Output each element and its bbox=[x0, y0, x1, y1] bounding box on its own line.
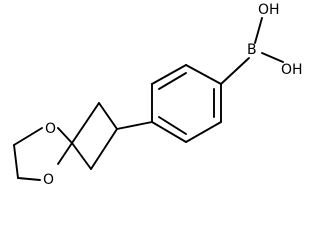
molecule-drawing: B OH OH O O bbox=[13, 2, 303, 188]
atom-boron-label: B bbox=[247, 42, 257, 58]
atom-o-upper-label: O bbox=[45, 121, 56, 137]
bond-cb-3 bbox=[71, 142, 92, 170]
bond-ring-1 bbox=[151, 64, 187, 85]
atom-o-lower-label: O bbox=[43, 172, 54, 188]
bond-cb-4 bbox=[90, 128, 118, 170]
bond-b-oh-bottom bbox=[261, 52, 284, 63]
bond-aryl-cyclobutane bbox=[116, 121, 153, 130]
bond-cb-1 bbox=[98, 102, 118, 130]
bond-ring-2 bbox=[185, 64, 222, 85]
bond-ch2-ch2 bbox=[13, 144, 19, 179]
bond-ring-4 bbox=[185, 121, 222, 143]
atom-oh-bottom-label: OH bbox=[281, 62, 303, 78]
bond-ch2-o-lower bbox=[17, 177, 41, 181]
bond-o-upper-ch2 bbox=[13, 127, 43, 146]
structure-diagram: B OH OH O O bbox=[13, 2, 303, 188]
bond-ring-double-3 bbox=[158, 116, 187, 135]
bond-c-b bbox=[220, 57, 250, 85]
bond-ring-5 bbox=[151, 121, 187, 143]
atom-oh-top-label: OH bbox=[258, 2, 280, 18]
bond-b-oh-top bbox=[254, 17, 263, 44]
bond-ring-double-1 bbox=[158, 72, 187, 90]
bond-cb-2 bbox=[71, 102, 100, 144]
bond-spiro-o-upper bbox=[57, 127, 73, 144]
bond-spiro-o-lower bbox=[57, 142, 73, 165]
